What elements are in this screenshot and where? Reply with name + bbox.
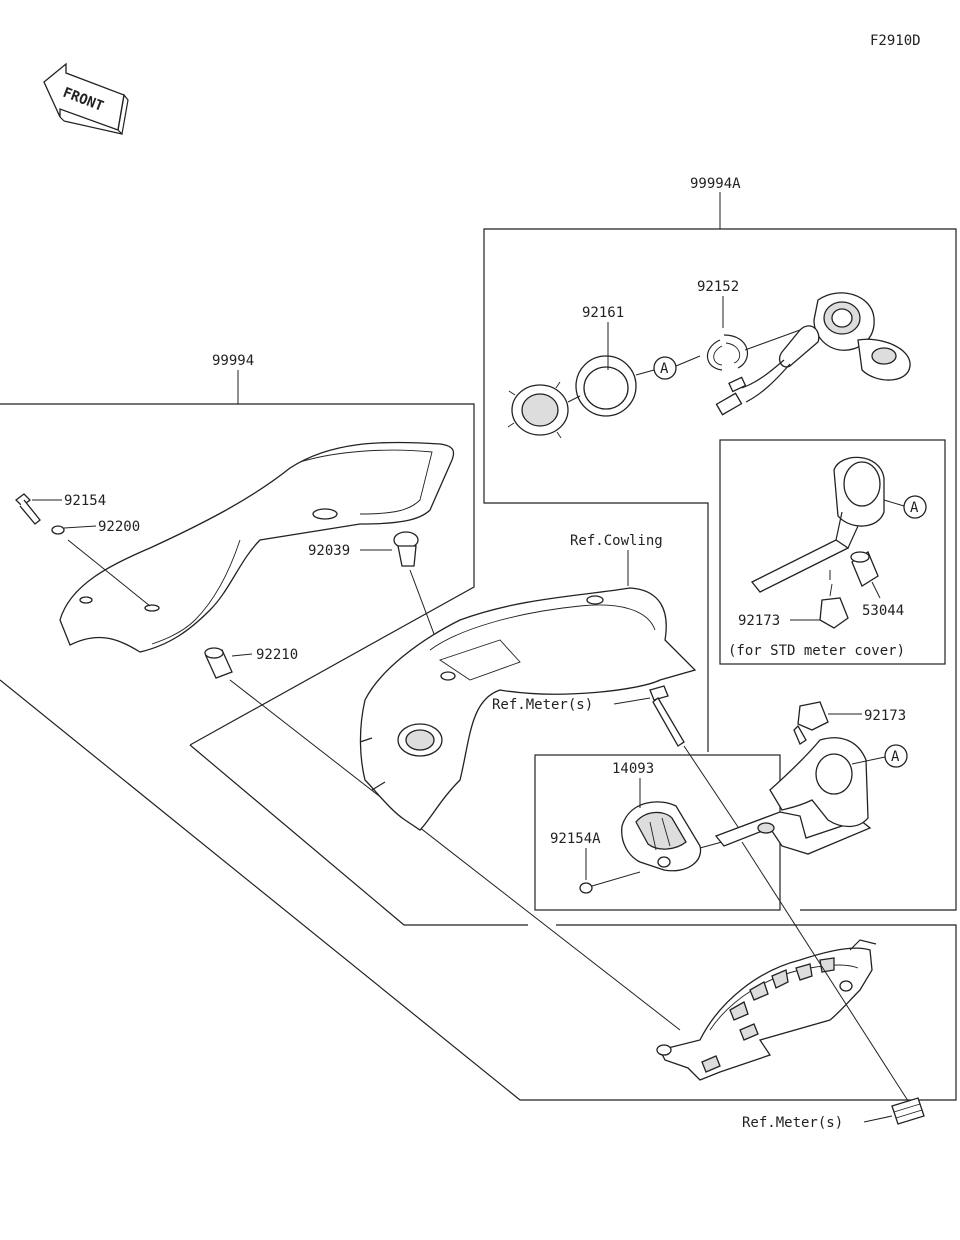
marker-a-3-label: A	[891, 749, 900, 765]
label-92173-a: 92173	[738, 613, 780, 629]
part-92173-bracket	[793, 701, 829, 745]
windshield-part	[59, 441, 455, 653]
part-92154	[15, 493, 41, 525]
marker-a-2-label: A	[910, 500, 919, 516]
label-92154: 92154	[64, 493, 106, 509]
label-99994A: 99994A	[690, 176, 741, 192]
part-53044	[850, 551, 879, 587]
part-92161	[575, 355, 637, 417]
part-14093	[621, 801, 702, 872]
meter-bracket-part	[714, 737, 872, 855]
box-99994-outline	[0, 403, 475, 746]
part-92173-std	[819, 583, 849, 629]
damper-part	[891, 1097, 925, 1125]
std-meter-cover-box	[719, 439, 946, 665]
ring-nut-part	[507, 381, 569, 439]
label-53044: 53044	[862, 603, 904, 619]
front-arrow-icon: FRONT	[43, 62, 129, 136]
cowling-part	[359, 587, 697, 831]
part-92152	[706, 334, 748, 371]
label-92152: 92152	[697, 279, 739, 295]
marker-a-3	[884, 744, 908, 768]
std-bracket-part	[750, 456, 885, 593]
label-92161: 92161	[582, 305, 624, 321]
label-92210: 92210	[256, 647, 298, 663]
part-92154A	[579, 882, 593, 894]
label-92039: 92039	[308, 543, 350, 559]
marker-a-1	[653, 356, 677, 380]
power-socket-part	[715, 292, 911, 416]
label-for-std: (for STD meter cover)	[728, 643, 905, 659]
label-99994: 99994	[212, 353, 254, 369]
label-92200: 92200	[98, 519, 140, 535]
part-92039	[393, 531, 419, 567]
part-92210	[204, 647, 233, 679]
long-bolt-part	[649, 685, 685, 747]
box-99994A-outline	[483, 228, 957, 911]
label-92173-b: 92173	[864, 708, 906, 724]
label-14093: 14093	[612, 761, 654, 777]
figure-code: F2910D	[870, 33, 921, 49]
label-92154A: 92154A	[550, 831, 601, 847]
stay-bracket-part	[656, 939, 877, 1081]
part-92200	[51, 525, 65, 535]
marker-a-1-label: A	[660, 361, 669, 377]
label-ref-cowling: Ref.Cowling	[570, 533, 663, 549]
label-ref-meter-1: Ref.Meter(s)	[492, 697, 593, 713]
marker-a-2	[903, 495, 927, 519]
label-ref-meter-2: Ref.Meter(s)	[742, 1115, 843, 1131]
